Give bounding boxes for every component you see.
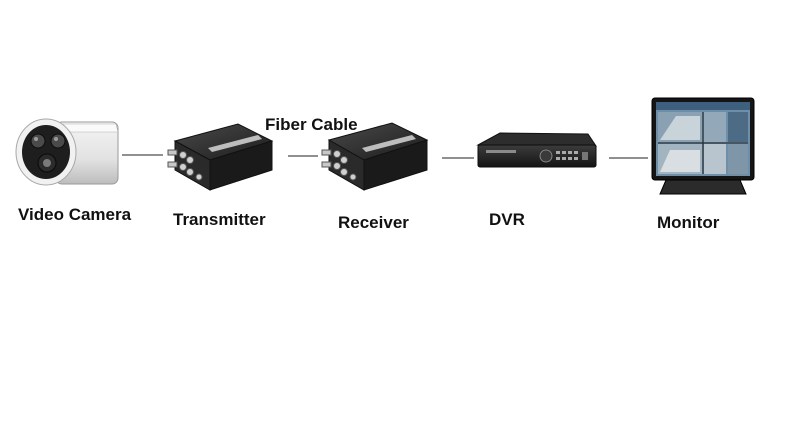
dvr-label: DVR <box>489 210 525 229</box>
cable-label: Fiber Cable <box>265 115 358 134</box>
camera-icon <box>15 118 119 186</box>
camera-label: Video Camera <box>18 205 132 224</box>
monitor-icon <box>651 97 755 195</box>
receiver-device-icon <box>321 122 429 191</box>
dvr-icon <box>476 132 597 168</box>
monitor-label: Monitor <box>657 213 720 232</box>
transmitter-device-icon <box>167 123 274 191</box>
transmitter-label: Transmitter <box>173 210 266 229</box>
receiver-label: Receiver <box>338 213 409 232</box>
